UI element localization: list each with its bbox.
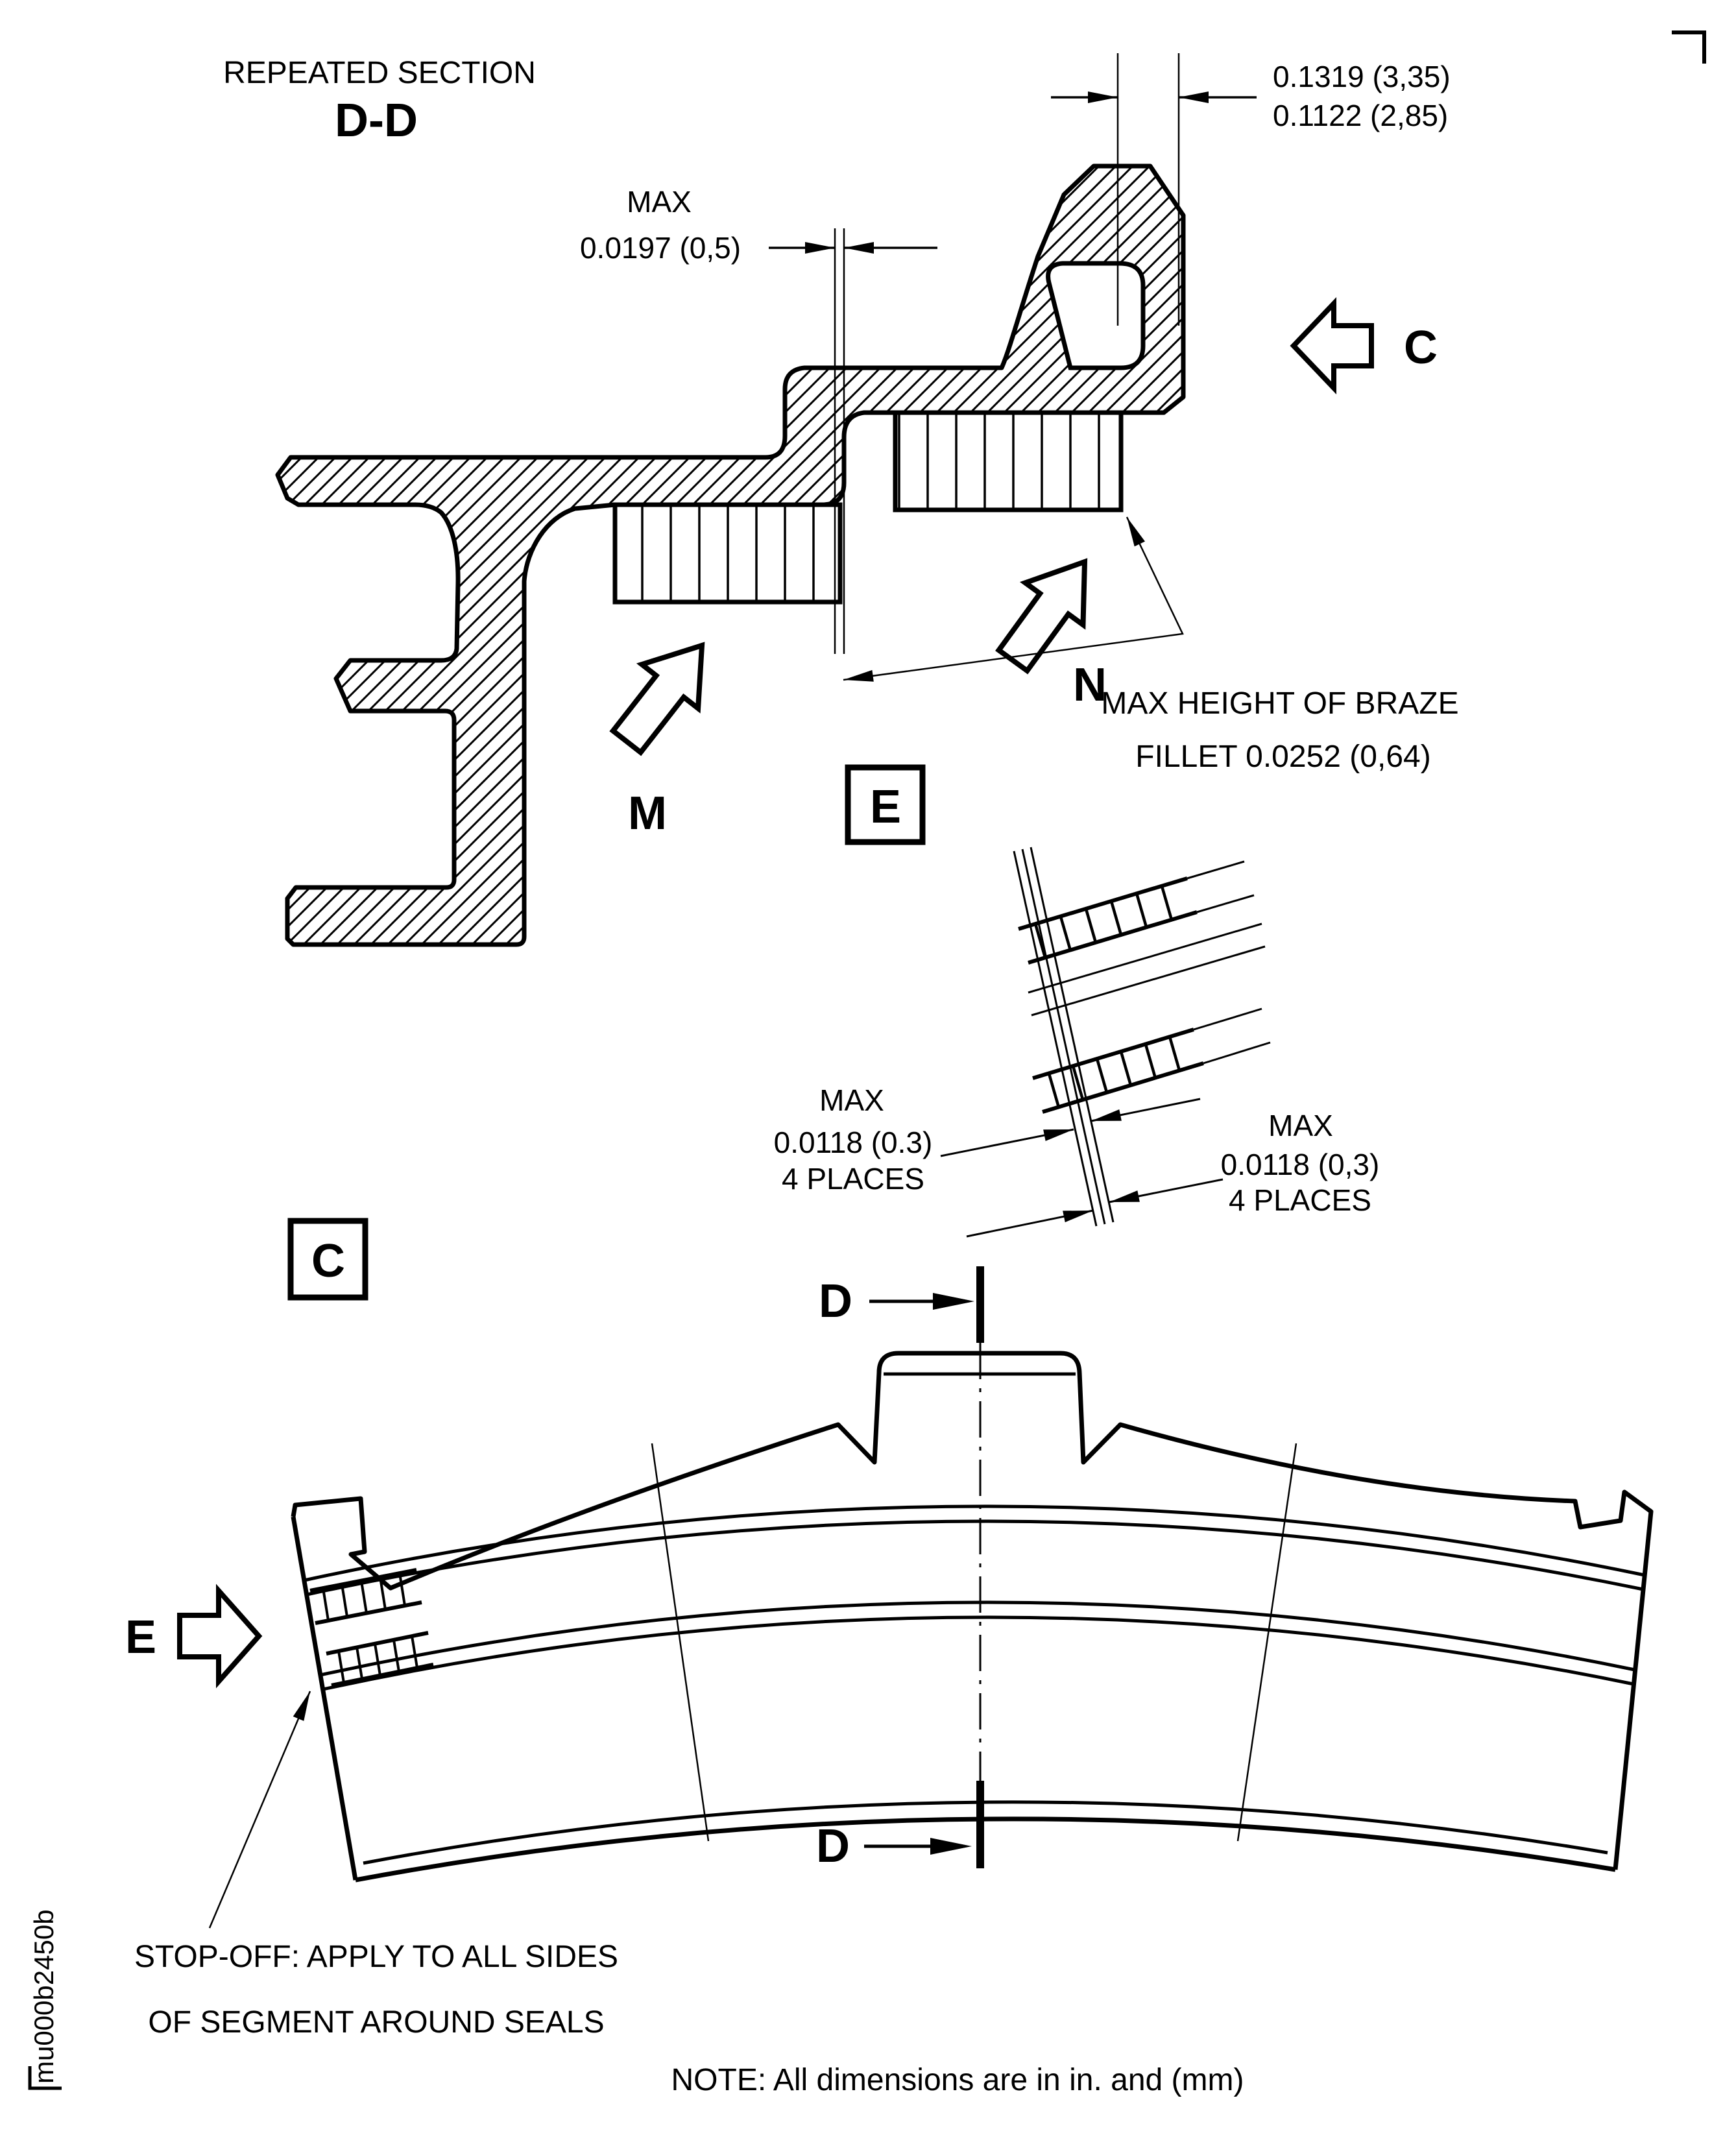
dim-arrow	[1179, 91, 1209, 103]
braze-note-line1: MAX HEIGHT OF BRAZE	[1101, 686, 1458, 721]
detail-e-seal-lower	[1032, 1007, 1271, 1114]
detail-e-box	[845, 764, 926, 845]
segment-rails	[304, 1504, 1645, 1691]
cut-d-bottom-label: D	[816, 1820, 850, 1872]
section-dd-view	[275, 163, 1186, 947]
view-arrow-c-icon	[1290, 297, 1374, 394]
stop-off-note-line2: OF SEGMENT AROUND SEALS	[148, 2005, 604, 2040]
segment-seal-strips	[309, 1568, 434, 1687]
segment-top-edge	[291, 1351, 1654, 1870]
dim-gap-max-label: MAX	[627, 185, 692, 219]
dim-arrow	[1090, 1109, 1122, 1127]
dim-arrow	[805, 242, 835, 254]
dim-arrow	[1043, 1124, 1075, 1141]
dim-arrow	[1088, 91, 1118, 103]
stop-off-note-line1: STOP-OFF: APPLY TO ALL SIDES	[134, 1940, 618, 1974]
leader-arrow	[293, 1689, 316, 1721]
honeycomb-seal-upper	[893, 410, 1124, 512]
detail-c-box	[287, 1218, 368, 1301]
detail-e-view	[940, 847, 1271, 1238]
section-dd-title: D-D	[335, 95, 418, 147]
dim-arrow	[1108, 1190, 1140, 1208]
dim-arrow	[1063, 1205, 1094, 1223]
dimensions-note: NOTE: All dimensions are in in. and (mm)	[671, 2063, 1244, 2097]
dim-gap-max-value: 0.0197 (0,5)	[580, 231, 741, 265]
seal-clearance-right-value: 0.0118 (0,3)	[1221, 1148, 1380, 1181]
corner-mark-top-right	[1672, 30, 1706, 64]
seal-clearance-left-places: 4 PLACES	[782, 1162, 924, 1196]
cut-d-top-label: D	[819, 1275, 852, 1327]
seal-clearance-right-max: MAX	[1268, 1109, 1333, 1142]
cut-arrow	[933, 1293, 974, 1310]
seal-clearance-left-value: 0.0118 (0.3)	[774, 1126, 933, 1159]
leader-arrow	[1121, 514, 1145, 547]
braze-note-line2: FILLET 0.0252 (0,64)	[1135, 740, 1430, 774]
dim-hook-width-lower: 0.1122 (2,85)	[1273, 99, 1448, 132]
seal-clearance-right-places: 4 PLACES	[1229, 1183, 1371, 1217]
corner-mark-bottom-left	[28, 2066, 62, 2090]
braze-fillet-leaders	[843, 516, 1184, 681]
seal-clearance-left-max: MAX	[819, 1083, 884, 1117]
segment-radial-lines	[651, 1443, 1297, 1842]
dim-gap-max	[769, 228, 937, 654]
doc-number: mu000b2450b	[29, 1909, 59, 2084]
seal-arrow-m-icon	[599, 623, 730, 764]
view-arrow-e-icon	[177, 1584, 263, 1689]
seal-arrow-m-label: M	[628, 788, 667, 839]
leader-arrow	[842, 669, 874, 686]
view-arrow-c-label: C	[1404, 322, 1438, 374]
honeycomb-seal-lower	[612, 502, 843, 605]
dim-hook-width-upper: 0.1319 (3,35)	[1273, 60, 1451, 93]
detail-e-seal-upper	[1018, 860, 1255, 965]
repeated-section-title: REPEATED SECTION	[223, 56, 536, 90]
detail-c-box-label: C	[311, 1235, 345, 1287]
view-arrow-e-label: E	[125, 1611, 156, 1663]
segment-bottom-inner-line	[363, 1800, 1608, 1865]
segment-bottom-edge	[355, 1816, 1616, 1883]
section-profile	[275, 163, 1186, 947]
stop-off-leader	[208, 1691, 311, 1929]
segment-left-edge	[291, 1516, 358, 1881]
cut-arrow	[930, 1838, 972, 1855]
hook-pocket	[1046, 261, 1146, 370]
detail-e-box-label: E	[870, 781, 901, 833]
dim-arrow	[844, 242, 874, 254]
seal-arrow-n-label: N	[1073, 659, 1107, 711]
view-c-segment	[208, 1266, 1654, 1929]
